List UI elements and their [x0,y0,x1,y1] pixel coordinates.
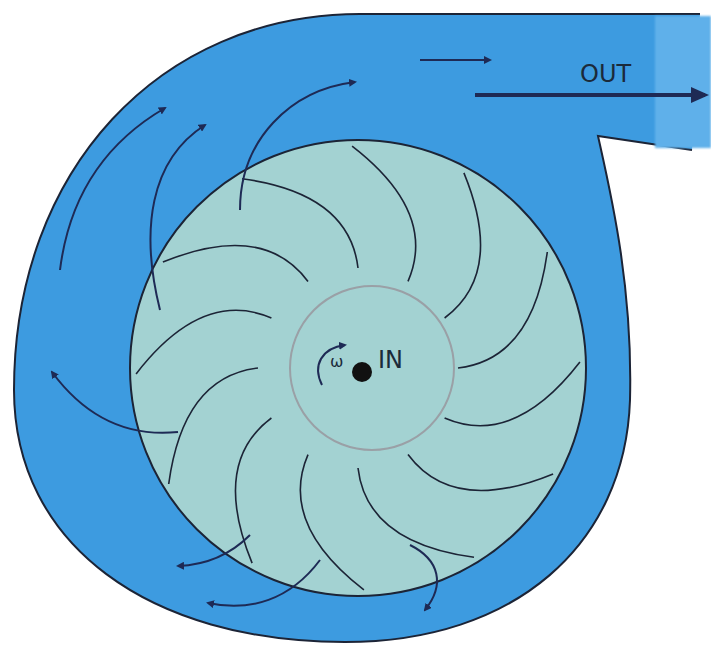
rotation-arrow [318,345,345,385]
inlet-label: IN [378,348,403,372]
impeller-blade [235,418,271,563]
volute-casing [14,14,700,642]
impeller-eye [290,286,454,450]
impeller-blade [445,173,481,318]
impeller-blades [136,146,580,590]
volute-outline [14,14,700,642]
impeller-blade [136,310,271,374]
impeller-blade [300,455,364,590]
impeller-blade [163,245,308,281]
impeller-blade [458,252,547,368]
impeller-blade [445,362,580,426]
impeller-blade [242,179,358,268]
impeller-blade [169,368,258,484]
impeller-blade [358,468,474,557]
impeller-disc [130,140,586,596]
outlet-flow [655,16,711,148]
rotation-symbol: ω [330,354,343,370]
outlet-arrow [475,93,705,97]
impeller-blade [408,455,553,491]
outlet-label: OUT [580,62,631,86]
flow-arrows [52,60,490,610]
impeller-blade [352,146,416,281]
inlet-dot [352,362,372,382]
